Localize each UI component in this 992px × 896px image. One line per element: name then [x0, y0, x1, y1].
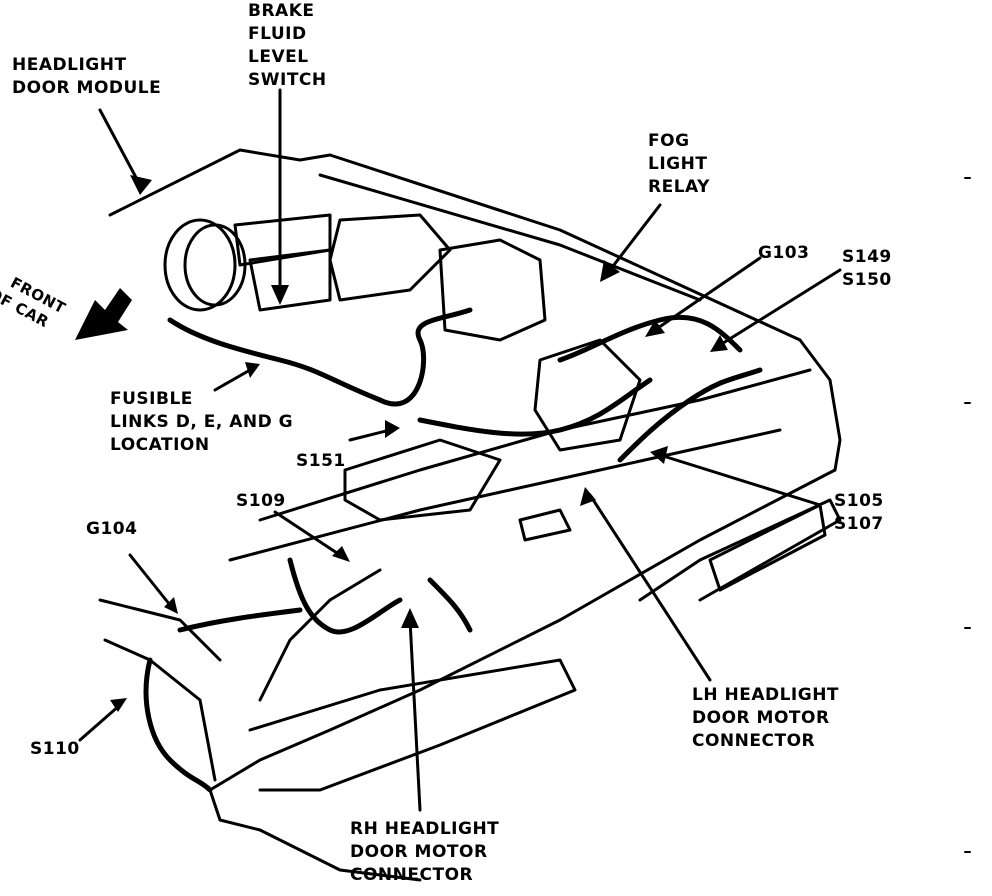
label-line: RELAY — [648, 177, 710, 197]
label-headlight-door-module: HEADLIGHT DOOR MODULE — [12, 54, 161, 100]
label-s149-s150: S149 S150 — [842, 246, 892, 292]
label-line: CONNECTOR — [692, 731, 816, 751]
label-line: LH HEADLIGHT — [692, 685, 840, 705]
label-line: LOCATION — [110, 435, 210, 455]
label-fog-light-relay: FOG LIGHT RELAY — [648, 130, 710, 199]
label-line: SWITCH — [248, 70, 327, 90]
label-line: RH HEADLIGHT — [350, 819, 500, 839]
label-line: HEADLIGHT — [12, 55, 127, 75]
vehicle-body — [98, 148, 842, 882]
label-rh-headlight-door-motor-connector: RH HEADLIGHT DOOR MOTOR CONNECTOR — [350, 818, 499, 887]
front-of-car-arrow — [75, 288, 132, 340]
arrow-heads — [110, 175, 728, 712]
label-line: FUSIBLE — [110, 389, 193, 409]
label-line: DOOR MOTOR — [692, 708, 830, 728]
label-line: LEVEL — [248, 47, 309, 67]
label-fusible-links: FUSIBLE LINKS D, E, AND G LOCATION — [110, 388, 293, 457]
label-line: DOOR MOTOR — [350, 842, 488, 862]
edge-marks — [964, 177, 971, 853]
label-line: S107 — [834, 514, 884, 534]
label-s151: S151 — [296, 451, 346, 471]
label-line: S149 — [842, 247, 892, 267]
label-line: BRAKE — [248, 1, 315, 21]
label-line: S105 — [834, 491, 884, 511]
label-line: FOG — [648, 131, 690, 151]
label-lh-headlight-door-motor-connector: LH HEADLIGHT DOOR MOTOR CONNECTOR — [692, 684, 839, 753]
label-brake-fluid-level-switch: BRAKE FLUID LEVEL SWITCH — [248, 0, 327, 92]
leader-lines — [78, 88, 842, 812]
wiring-harness — [143, 307, 763, 793]
label-s110: S110 — [30, 739, 80, 759]
label-line: FLUID — [248, 24, 307, 44]
label-line: LIGHT — [648, 154, 708, 174]
label-s105-s107: S105 S107 — [834, 490, 884, 536]
label-g103: G103 — [758, 243, 810, 263]
label-line: LINKS D, E, AND G — [110, 412, 294, 432]
label-line: S150 — [842, 270, 892, 290]
label-s109: S109 — [236, 491, 286, 511]
label-line: CONNECTOR — [350, 865, 474, 885]
label-g104: G104 — [86, 519, 138, 539]
label-line: DOOR MODULE — [12, 78, 162, 98]
